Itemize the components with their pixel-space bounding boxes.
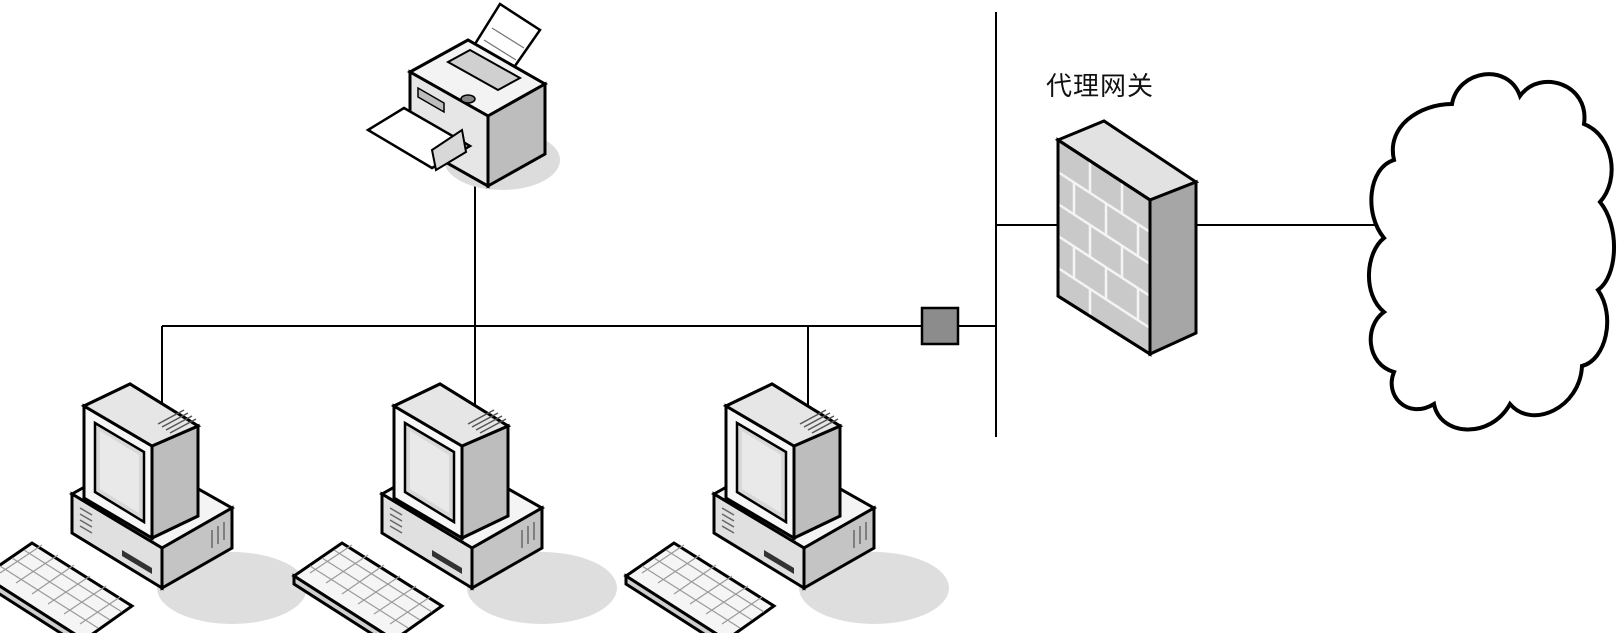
computer-icon <box>624 382 951 633</box>
printer-icon <box>365 2 560 190</box>
gateway-label: 代理网关 <box>1046 72 1155 102</box>
computer-icon <box>292 382 619 633</box>
cloud-icon <box>1367 72 1617 432</box>
firewall-icon <box>1054 119 1200 357</box>
network-links <box>161 12 1380 437</box>
computer-icon <box>0 382 309 633</box>
hub-icon <box>920 306 960 346</box>
